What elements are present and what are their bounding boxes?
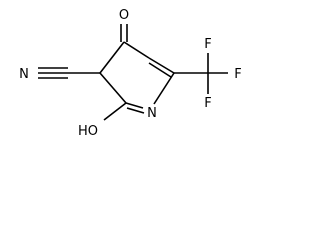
atom-fluorine-right: F — [234, 67, 241, 82]
atom-ketone-oxygen: O — [119, 8, 129, 23]
bond-c2-c3 — [99, 72, 127, 104]
atom-fluorine-bottom: F — [204, 96, 211, 111]
chemical-structure: O N N HO F F F — [19, 8, 242, 139]
bond-n1-c2-double — [125, 102, 145, 114]
bond-c4-c5 — [123, 41, 150, 59]
bond-nitrile-triple — [38, 67, 68, 79]
atom-nitrile-nitrogen: N — [19, 67, 29, 82]
atom-fluorine-top: F — [204, 37, 211, 52]
atom-ring-nitrogen: N — [147, 106, 157, 121]
bond-c6-n1 — [153, 72, 175, 105]
bond-c2-oh — [103, 102, 127, 121]
bond-c4-o-double — [120, 24, 128, 42]
atom-hydroxyl: HO — [78, 124, 98, 139]
bond-c3-c4 — [99, 41, 125, 74]
bond-c5-c6-double — [148, 57, 175, 78]
